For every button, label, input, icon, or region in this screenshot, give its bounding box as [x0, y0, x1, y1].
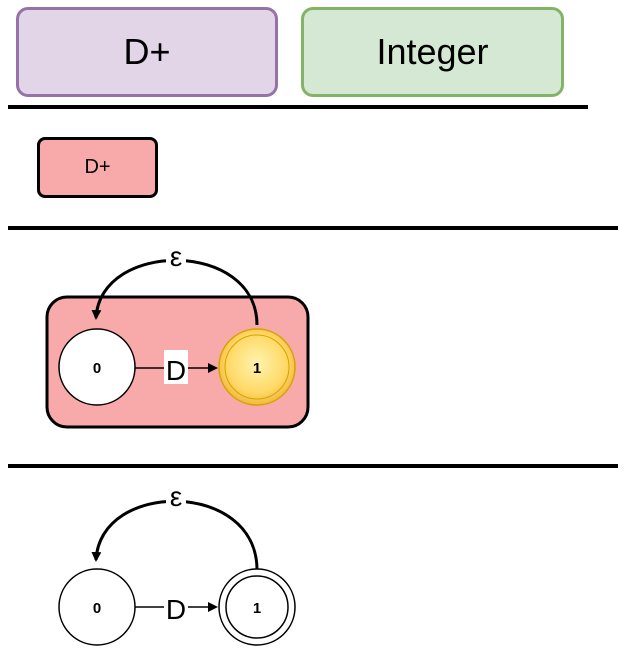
state-1-accepting	[218, 328, 296, 406]
state-1-inner-ring	[225, 575, 289, 639]
epsilon-label: ε	[170, 481, 182, 512]
divider-line	[8, 464, 618, 468]
state-0	[58, 328, 136, 406]
d-transition-label: D	[166, 594, 186, 625]
token-box: D+	[37, 137, 158, 198]
d-label-bg	[164, 590, 188, 624]
state-0-label: 0	[93, 600, 101, 617]
type-header-box: Integer	[301, 7, 564, 97]
divider-line	[8, 105, 588, 109]
regex-header-box: D+	[16, 7, 278, 97]
epsilon-label-bg	[166, 244, 186, 270]
state-1-accepting	[218, 568, 296, 646]
state-1-inner-ring	[224, 334, 290, 400]
token-label: D+	[84, 156, 111, 178]
d-transition-label: D	[166, 355, 186, 386]
d-label-bg	[164, 350, 188, 384]
type-header-label: Integer	[376, 31, 489, 72]
state-1-label: 1	[253, 360, 261, 377]
state-0-label: 0	[93, 360, 101, 377]
epsilon-label-bg	[166, 485, 186, 511]
divider-line	[8, 226, 618, 230]
epsilon-label: ε	[170, 241, 182, 272]
regex-header-label: D+	[123, 31, 171, 72]
state-1-label: 1	[253, 600, 261, 617]
